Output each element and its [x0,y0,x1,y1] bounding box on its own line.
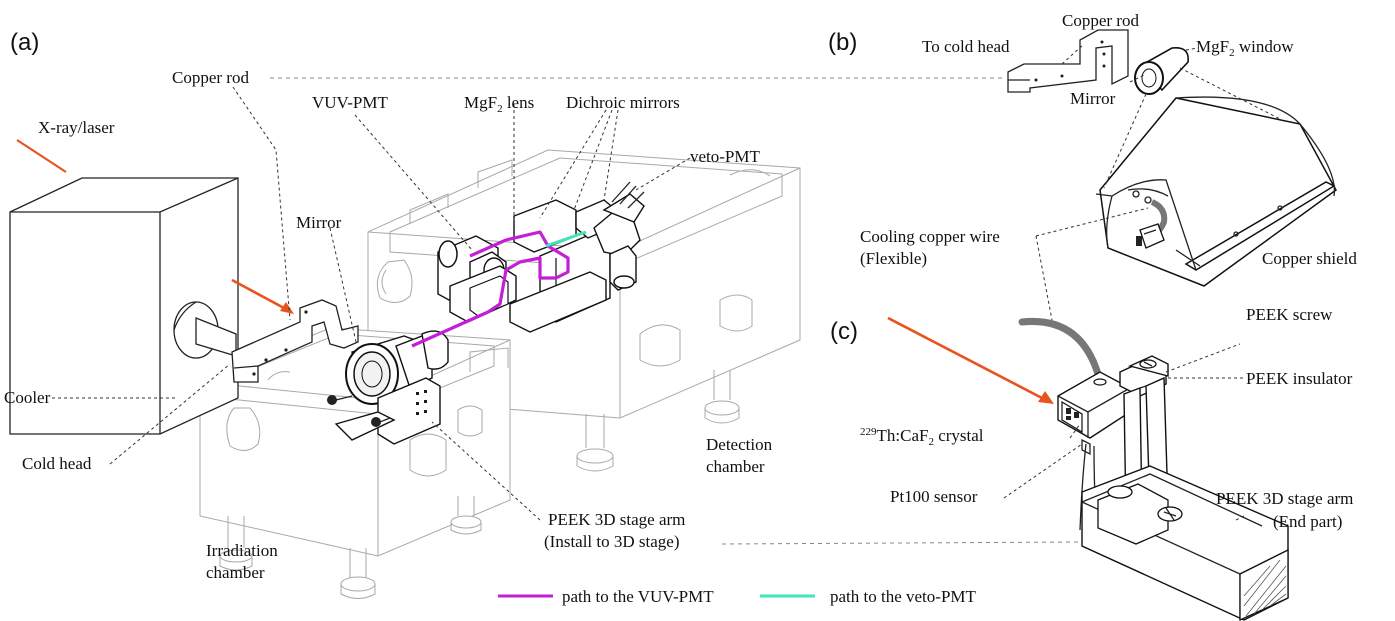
panel-b-window [1134,46,1189,95]
copper-rod-a [231,299,359,383]
label-cooling-wire-2: (Flexible) [860,249,927,268]
legend: path to the VUV-PMT path to the veto-PMT [498,587,977,606]
label-mgf2-lens: MgF2 lens [464,93,534,115]
legend-label-vuv: path to the VUV-PMT [562,587,714,606]
label-cold-head: Cold head [22,454,92,473]
label-peek-screw: PEEK screw [1246,305,1333,324]
label-pt100: Pt100 sensor [890,487,978,506]
label-cooling-wire-1: Cooling copper wire [860,227,1000,246]
legend-label-veto: path to the veto-PMT [830,587,977,606]
label-peek-arm-c-2: (End part) [1273,512,1342,531]
panel-c-assembly [1018,317,1289,621]
label-copper-rod-a: Copper rod [172,68,249,87]
label-crystal: 229Th:CaF2 crystal [860,426,984,448]
beam-arrows [16,139,1054,404]
panel-c-leaders [1003,343,1245,521]
detection-optics [437,181,645,333]
label-copper-rod-b: Copper rod [1062,11,1139,30]
label-to-cold-head: To cold head [922,37,1010,56]
label-irradiation-1: Irradiation [206,541,278,560]
panel-label-a: (a) [10,29,39,56]
label-xray-laser: X-ray/laser [38,118,115,137]
label-dichroic-mirrors: Dichroic mirrors [566,93,680,112]
mirror-mount-a [327,330,449,445]
vuv-path [411,230,570,348]
cooler [9,177,239,435]
hatched-end-face [1239,548,1289,621]
label-detection-2: chamber [706,457,765,476]
label-mgf2-window: MgF2 window [1196,37,1294,59]
label-copper-shield: Copper shield [1262,249,1357,268]
label-vuv-pmt: VUV-PMT [312,93,389,112]
label-cooler: Cooler [4,388,51,407]
label-peek-arm-a-2: (Install to 3D stage) [544,532,680,551]
label-detection-1: Detection [706,435,773,454]
label-mirror-b: Mirror [1070,89,1116,108]
veto-path [545,230,587,248]
label-mirror-a: Mirror [296,213,342,232]
label-peek-arm-a-1: PEEK 3D stage arm [548,510,685,529]
label-irradiation-2: chamber [206,563,265,582]
panel-label-b: (b) [828,29,857,56]
panel-b-rod [1007,29,1129,93]
label-veto-pmt: veto-PMT [690,147,761,166]
panel-b-leaders [1035,43,1283,321]
copper-shield [1095,96,1337,287]
panel-label-c: (c) [830,318,858,345]
label-peek-arm-c-1: PEEK 3D stage arm [1216,489,1353,508]
label-peek-insulator: PEEK insulator [1246,369,1353,388]
leader-lines-a [52,77,1079,545]
